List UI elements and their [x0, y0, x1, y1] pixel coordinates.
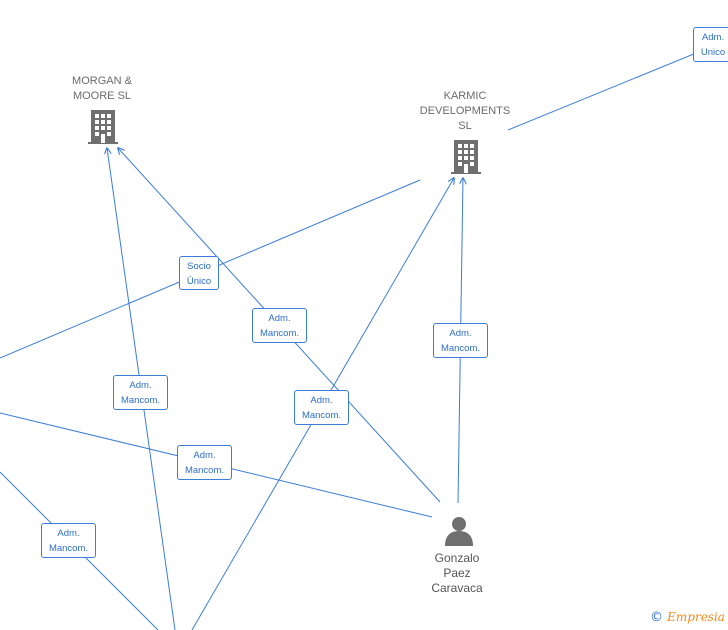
edge-label-role: Adm. [268, 313, 291, 324]
edge-label-adm-unico[interactable]: Adm. Unico [693, 27, 728, 62]
edge-label-adm-mancom[interactable]: Adm. Mancom. [177, 445, 232, 480]
node-person-gonzalo[interactable]: Gonzalo Paez Caravaca [412, 551, 502, 596]
edge-label-role: Adm. [57, 528, 80, 539]
empresia-watermark: © Empresia [650, 610, 725, 625]
edge-label-type: Mancom. [259, 328, 300, 339]
copyright-icon: © [650, 610, 663, 625]
node-label-line: SL [458, 120, 472, 132]
edge-label-role: Adm. [129, 380, 152, 391]
node-karmic-developments[interactable]: KARMIC DEVELOPMENTS SL [405, 89, 525, 134]
edge-karmic-adm-unico [507, 39, 728, 131]
edge-label-type: Mancom. [120, 395, 161, 406]
edge-label-type: Mancom. [48, 543, 89, 554]
person-label-line: Paez [443, 566, 471, 580]
edge-label-role: Socio [187, 261, 211, 272]
edge-label-adm-mancom[interactable]: Adm. Mancom. [41, 523, 96, 558]
edge-label-socio-unico[interactable]: Socio Único [179, 256, 219, 290]
building-icon-morgan [88, 110, 118, 144]
edge-label-type: Mancom. [184, 465, 225, 476]
node-label-line: MORGAN & [72, 75, 132, 87]
node-morgan-moore[interactable]: MORGAN & MOORE SL [47, 74, 157, 104]
edge-label-adm-mancom[interactable]: Adm. Mancom. [433, 323, 488, 358]
edge-label-role: Adm. [449, 328, 472, 339]
edge-label-adm-mancom[interactable]: Adm. Mancom. [113, 375, 168, 410]
node-label-line: KARMIC [443, 90, 487, 102]
brand-name: Empresia [667, 610, 725, 624]
edge-label-role: Adm. [193, 450, 216, 461]
node-label-line: DEVELOPMENTS [419, 105, 511, 117]
person-label-line: Gonzalo [434, 551, 480, 565]
person-label-line: Caravaca [431, 581, 483, 595]
building-icon-karmic [451, 140, 481, 174]
edge-label-role: Adm. [310, 395, 333, 406]
edge-label-type: Mancom. [301, 410, 342, 421]
edge-label-type: Mancom. [440, 343, 481, 354]
edge-label-role: Adm. [701, 32, 725, 43]
edge-label-adm-mancom[interactable]: Adm. Mancom. [294, 390, 349, 425]
person-icon [445, 517, 473, 546]
edge-label-adm-mancom[interactable]: Adm. Mancom. [252, 308, 307, 343]
node-label-line: MOORE SL [72, 90, 132, 102]
edge-label-type: Unico [700, 47, 726, 58]
edge-label-type: Único [186, 276, 212, 287]
